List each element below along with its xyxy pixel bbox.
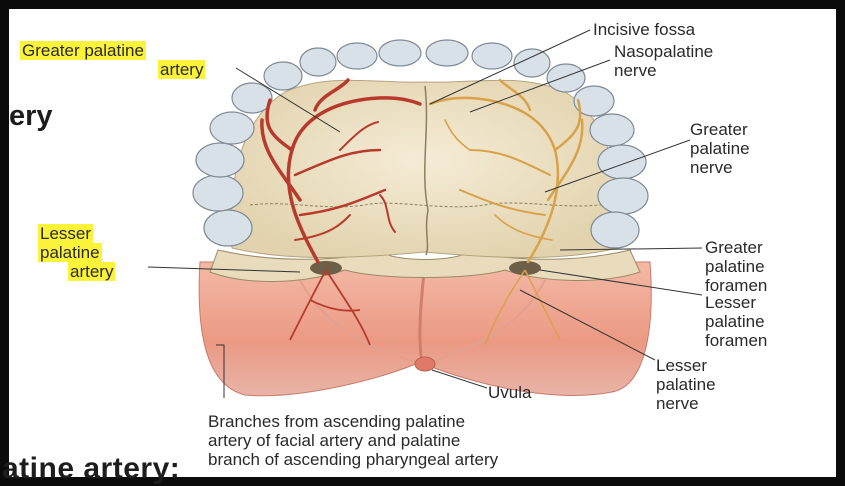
- label-nasopalatine-nerve-line1: Nasopalatine: [614, 42, 713, 61]
- uvula-shape: [415, 357, 435, 371]
- label-greater-palatine-artery-line1: Greater palatine: [20, 41, 146, 60]
- label-lesser-palatine-nerve: Lesser palatine nerve: [656, 356, 716, 413]
- background-bottom-fragment: atine artery:: [2, 452, 180, 486]
- label-branches-note-line3: branch of ascending pharyngeal artery: [208, 450, 498, 469]
- label-greater-palatine-artery-line2: artery: [158, 60, 205, 79]
- lesser-foramen-right: [509, 261, 541, 275]
- label-lesser-palatine-artery-line3: artery: [68, 262, 115, 281]
- label-lesser-palatine-nerve-line1: Lesser: [656, 356, 707, 375]
- label-nasopalatine-nerve: Nasopalatine nerve: [614, 42, 713, 80]
- label-nasopalatine-nerve-line2: nerve: [614, 61, 657, 80]
- label-lesser-palatine-foramen-line3: foramen: [705, 331, 767, 350]
- label-greater-palatine-foramen-line2: palatine: [705, 257, 765, 276]
- label-lesser-palatine-foramen-line2: palatine: [705, 312, 765, 331]
- label-lesser-palatine-nerve-line3: nerve: [656, 394, 699, 413]
- label-greater-palatine-nerve-line2: palatine: [690, 139, 750, 158]
- label-branches-note: Branches from ascending palatine artery …: [208, 412, 498, 469]
- label-lesser-palatine-foramen-line1: Lesser: [705, 293, 756, 312]
- label-greater-palatine-nerve-line1: Greater: [690, 120, 748, 139]
- label-greater-palatine-nerve-line3: nerve: [690, 158, 733, 177]
- label-lesser-palatine-artery-line1: Lesser: [38, 224, 93, 243]
- background-heading-fragment: ery: [9, 100, 53, 133]
- label-greater-palatine-foramen: Greater palatine foramen: [705, 238, 767, 295]
- lesser-foramen-left: [310, 261, 342, 275]
- label-uvula: Uvula: [488, 383, 531, 402]
- label-branches-note-line2: artery of facial artery and palatine: [208, 431, 460, 450]
- label-incisive-fossa: Incisive fossa: [593, 20, 695, 39]
- label-greater-palatine-foramen-line1: Greater: [705, 238, 763, 257]
- label-greater-palatine-artery: Greater palatine artery: [20, 41, 205, 79]
- label-lesser-palatine-foramen: Lesser palatine foramen: [705, 293, 767, 350]
- label-lesser-palatine-artery: Lesser palatine artery: [38, 224, 115, 281]
- label-greater-palatine-nerve: Greater palatine nerve: [690, 120, 750, 177]
- label-lesser-palatine-artery-line2: palatine: [38, 243, 102, 262]
- label-lesser-palatine-nerve-line2: palatine: [656, 375, 716, 394]
- label-branches-note-line1: Branches from ascending palatine: [208, 412, 465, 431]
- soft-palate: [199, 262, 651, 396]
